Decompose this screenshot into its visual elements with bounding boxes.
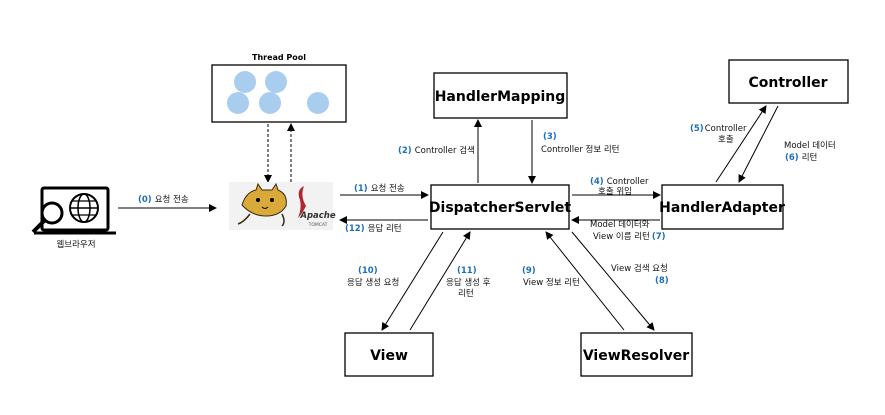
arrow-step-8 bbox=[571, 231, 655, 331]
web-browser-label: 웹브라우저 bbox=[56, 240, 95, 250]
step-11-number: (11) bbox=[457, 266, 477, 276]
step-0-label: (0)요청 전송 bbox=[138, 194, 189, 205]
tomcat-sub: TOMCAT bbox=[308, 222, 328, 228]
step-1-label: (1)요청 전송 bbox=[354, 183, 405, 194]
arrow-step-5 bbox=[715, 105, 767, 183]
view-title: View bbox=[370, 348, 408, 364]
step-7-label: View 이름 리턴(7) bbox=[593, 231, 666, 242]
view-resolver-box bbox=[580, 332, 693, 377]
step-10-text: 응답 생성 요청 bbox=[347, 277, 399, 288]
tomcat-logo: Apache TOMCAT bbox=[229, 182, 336, 230]
step-3-text: Controller 정보 리턴 bbox=[541, 144, 620, 155]
step-5-text-2: 호출 bbox=[718, 134, 734, 145]
step-7-text-1: Model 데이터와 bbox=[590, 219, 650, 230]
view-box bbox=[344, 332, 434, 377]
step-8-text: View 검색 요청 bbox=[611, 263, 668, 274]
thread-pool-title: Thread Pool bbox=[252, 53, 306, 62]
thread-circle bbox=[227, 92, 249, 114]
step-6-label: (6)리턴 bbox=[785, 152, 817, 163]
handler-mapping-title: HandlerMapping bbox=[435, 89, 566, 105]
step-11-text-1: 응답 생성 후 bbox=[446, 277, 491, 288]
thread-circle bbox=[234, 71, 256, 93]
arrow-step-9 bbox=[545, 231, 625, 331]
step-5-label: (5)Controller bbox=[690, 124, 747, 134]
arrow-step-6 bbox=[738, 105, 779, 183]
web-browser-icon bbox=[31, 186, 116, 235]
thread-circle bbox=[259, 92, 281, 114]
tomcat-brand: Apache bbox=[299, 211, 335, 221]
step-4-label: (4)Controller bbox=[590, 177, 649, 187]
controller-title: Controller bbox=[748, 75, 827, 91]
arrow-step-11 bbox=[409, 231, 471, 331]
step-6-text-1: Model 데이터 bbox=[784, 140, 836, 151]
thread-circle bbox=[307, 92, 329, 114]
step-10-number: (10) bbox=[358, 266, 378, 276]
step-9-number: (9) bbox=[522, 266, 536, 276]
step-4-text-2: 호출 위임 bbox=[598, 186, 632, 197]
step-12-label: (12)응답 리턴 bbox=[345, 223, 402, 234]
handler-mapping-box bbox=[433, 72, 568, 119]
view-resolver-title: ViewResolver bbox=[583, 348, 689, 364]
step-2-label: (2)Controller 검색 bbox=[398, 145, 475, 156]
thread-circle bbox=[265, 71, 287, 93]
step-3-number: (3) bbox=[543, 132, 557, 142]
step-11-text-2: 리턴 bbox=[458, 288, 474, 299]
step-8-number: (8) bbox=[655, 276, 669, 286]
arrow-step-10 bbox=[381, 231, 444, 331]
handler-adapter-title: HandlerAdapter bbox=[659, 200, 785, 216]
handler-adapter-box bbox=[661, 184, 784, 230]
step-9-text: View 정보 리턴 bbox=[523, 277, 580, 288]
dispatcher-servlet-box bbox=[430, 184, 570, 230]
thread-pool-threads bbox=[227, 71, 329, 114]
dispatcher-servlet-title: DispatcherServlet bbox=[429, 200, 571, 216]
controller-box bbox=[728, 59, 849, 104]
